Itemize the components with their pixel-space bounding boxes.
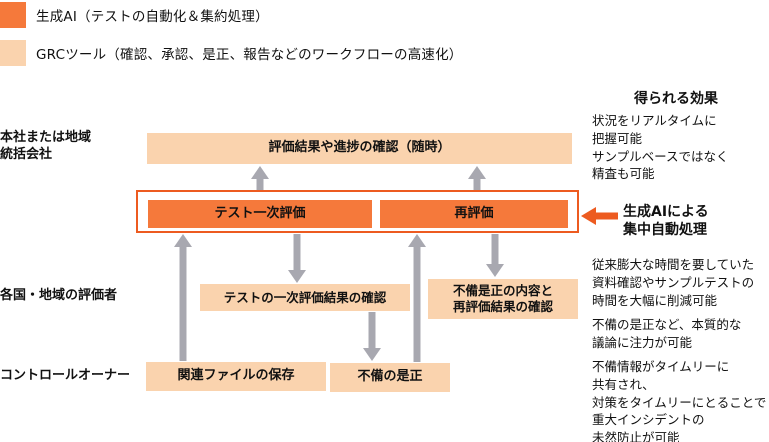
effect-block-realtime: 状況をリアルタイムに 把握可能 サンプルベースではなく 精査も可能 [592,113,729,182]
effect-block-timely-sharing: 不備情報がタイムリーに 共有され、 対策をタイムリーにとることで 重大インシデン… [592,359,767,442]
arrow-up-test-to-progress [251,166,269,192]
effects-title: 得られる効果 [634,91,718,107]
legend-item-grc: GRCツール（確認、承認、是正、報告などのワークフローの高速化） [0,40,463,66]
row-label-evaluators: 各国・地域の評価者 [0,288,118,303]
arrow-down-result-check-to-fix [363,312,381,361]
effect-block-time-saving: 従来膨大な時間を要していた 資料確認やサンプルテストの 時間を大幅に削減可能 [592,257,755,308]
arrow-down-test-to-result-check [288,234,306,283]
genai-callout-label: 生成AIによる 集中自動処理 [623,204,709,239]
grc-color-swatch [0,40,26,66]
genai-callout-arrow [581,207,618,225]
legend-item-genai: 生成AI（テストの自動化＆集約処理） [0,2,269,28]
box-file-save: 関連ファイルの保存 [146,362,326,391]
box-re-evaluation: 再評価 [380,200,568,228]
box-progress-check: 評価結果や進捗の確認（随時） [147,133,572,164]
arrow-up-filesave-to-test [174,234,192,361]
box-defect-fix: 不備の是正 [330,363,450,392]
row-label-control-owner: コントロールオーナー [0,368,131,383]
arrow-up-reeval-to-progress [468,166,486,192]
effect-block-focus: 不備の是正など、本質的な 議論に注力が可能 [592,317,742,350]
box-primary-result-check: テストの一次評価結果の確認 [200,284,410,311]
row-label-headquarters: 本社または地域 統括会社 [0,130,92,162]
legend-label-genai: 生成AI（テストの自動化＆集約処理） [36,9,269,25]
arrow-up-fix-to-reeval [408,234,426,362]
box-defect-fix-check: 不備是正の内容と 再評価結果の確認 [428,279,578,319]
legend-label-grc: GRCツール（確認、承認、是正、報告などのワークフローの高速化） [36,47,463,63]
box-primary-test: テスト一次評価 [148,200,372,228]
arrow-down-reeval-to-fix-check [486,234,504,277]
genai-color-swatch [0,2,26,28]
